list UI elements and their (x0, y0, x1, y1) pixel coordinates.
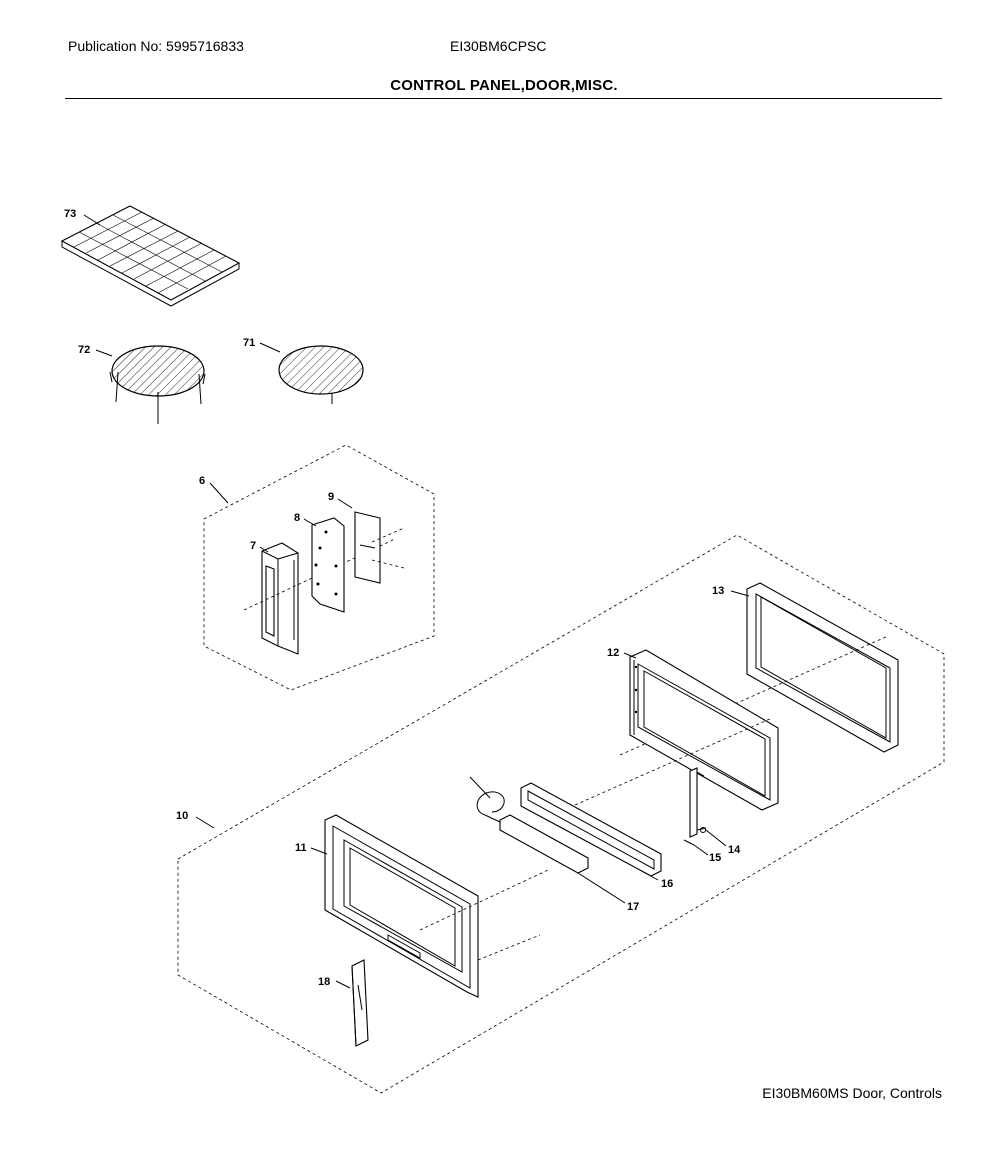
publication-number: Publication No: 5995716833 (68, 38, 244, 54)
callout-7: 7 (250, 540, 256, 552)
callout-17: 17 (627, 901, 639, 913)
part-71-round-rack (278, 345, 364, 404)
callout-13: 13 (712, 585, 724, 597)
callout-12: 12 (607, 647, 619, 659)
callout-10: 10 (176, 810, 188, 822)
part-14-door-latch (689, 767, 707, 838)
part-9-circuit-board (354, 511, 405, 584)
callout-9: 9 (328, 491, 334, 503)
callout-16: 16 (661, 878, 673, 890)
page-title: CONTROL PANEL,DOOR,MISC. (390, 77, 618, 94)
header-rule (65, 98, 942, 99)
callout-71: 71 (243, 337, 255, 349)
part-72-round-rack-with-legs (109, 345, 206, 424)
callout-15: 15 (709, 852, 721, 864)
callout-6: 6 (199, 475, 205, 487)
callout-8: 8 (294, 512, 300, 524)
part-7-control-bracket (243, 538, 396, 655)
assembly-6-boundary (203, 444, 435, 691)
part-8-bracket-plate (311, 517, 345, 613)
model-number: EI30BM6CPSC (450, 38, 547, 54)
callout-leader-lines (83, 214, 750, 989)
assembly-10-boundary (177, 534, 945, 1094)
part-16-control-glass (520, 782, 662, 877)
part-15-latch-screw (683, 839, 695, 846)
part-12-inner-door-frame (574, 649, 779, 811)
callout-72: 72 (78, 344, 90, 356)
part-18-door-handle (351, 959, 369, 1047)
part-17-control-board (469, 776, 589, 874)
callout-18: 18 (318, 976, 330, 988)
callout-11: 11 (295, 842, 307, 854)
part-73-oven-rack (60, 205, 241, 307)
diagram-caption: EI30BM60MS Door, Controls (762, 1085, 942, 1101)
callout-numbers: 73 72 71 6 7 8 9 10 11 12 13 14 15 16 17… (64, 208, 741, 988)
part-11-outer-door (324, 814, 549, 998)
callout-73: 73 (64, 208, 76, 220)
callout-14: 14 (728, 844, 741, 856)
